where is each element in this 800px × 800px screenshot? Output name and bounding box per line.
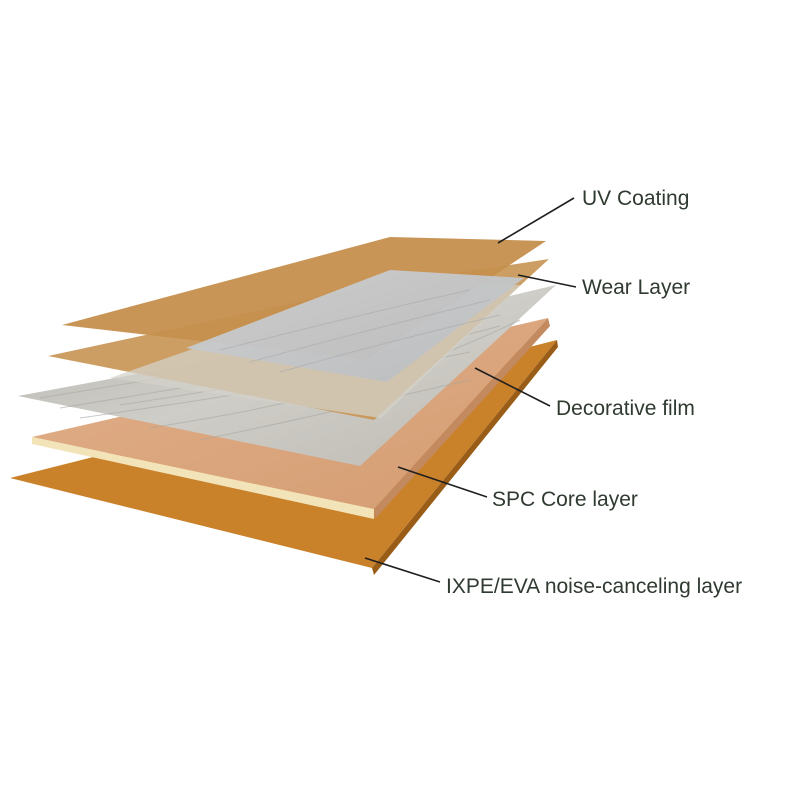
leader-line-wear-layer: [517, 274, 577, 288]
label-ixpe-eva-layer: IXPE/EVA noise-canceling layer: [446, 575, 743, 598]
label-spc-core-layer: SPC Core layer: [492, 488, 638, 511]
uv-coating-layer: [62, 237, 546, 382]
leader-line-ixpe-eva: [364, 557, 441, 583]
leader-line-spc-core: [397, 466, 488, 498]
leader-line-uv-coating: [497, 197, 575, 244]
leader-line-decorative-film: [474, 367, 551, 407]
label-decorative-film: Decorative film: [556, 397, 695, 420]
label-wear-layer: Wear Layer: [582, 276, 691, 299]
leader-lines: [364, 197, 577, 583]
label-uv-coating: UV Coating: [582, 187, 690, 210]
